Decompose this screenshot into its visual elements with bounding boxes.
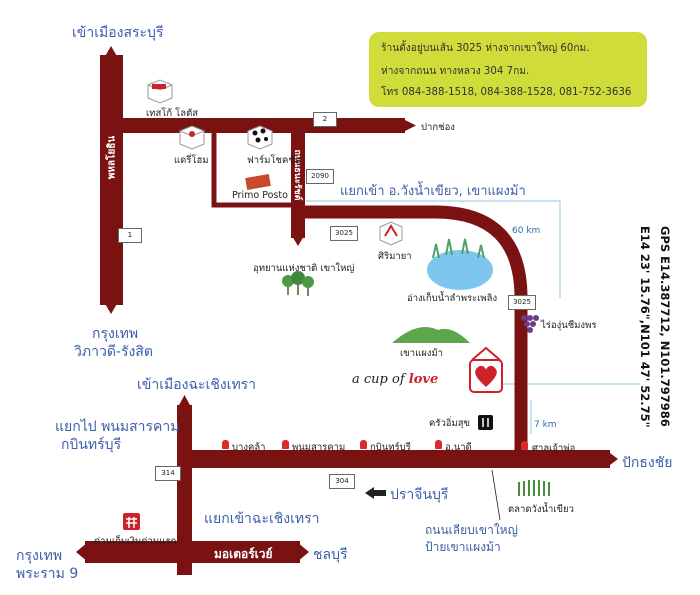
label-toll-gate: ด่านเก็บเงินด่านแรก: [94, 536, 177, 547]
road-phahonyothin: [100, 55, 123, 305]
mountain-icon: [392, 326, 470, 343]
label-khao-phaeng-ma: เขาแผงม้า: [400, 348, 444, 359]
label-wang-nam-khiao: แยกเข้า อ.วังน้ำเขียว, เขาแผงม้า: [340, 184, 526, 199]
arrow-prachin-buri: [365, 487, 386, 499]
market-icon: [518, 480, 550, 496]
road-thanarat: [291, 118, 305, 238]
label-primo-posto: Primo Posto: [232, 190, 288, 201]
reservoir-icon: [427, 250, 493, 290]
label-bang-khla: บางคล้า: [232, 442, 266, 453]
pin-na-di-icon: [435, 440, 442, 449]
distance-7km: 7 km: [534, 420, 557, 430]
route-shield-2090: 2090: [306, 169, 334, 184]
label-bangkok-vibhavadi-2: วิภาวดี-รังสิต: [74, 344, 153, 360]
distance-60km: 60 km: [512, 226, 541, 236]
route-shield-3025-b: 3025: [508, 295, 536, 310]
kitchen-icon: [478, 415, 493, 430]
road-primo-posto: [211, 133, 291, 208]
grape-icon: [521, 315, 539, 333]
arrow-to-pak-thong-chai: [606, 450, 618, 468]
arrow-to-bangkok-south: [76, 542, 88, 562]
pin-phanom-sarakham-icon: [282, 440, 289, 449]
label-chachoengsao-junction: แยกเข้าฉะเชิงเทรา: [204, 511, 320, 527]
gps-dms: E14 23' 15.76",N101 47' 52.75": [638, 226, 652, 428]
info-line-2: ห่างจากถนน ทางหลวง 304 7กม.: [381, 66, 530, 77]
heart-logo-icon: [469, 346, 503, 393]
road-304: [177, 450, 610, 468]
road-3025: [305, 205, 528, 450]
route-shield-1: 1: [118, 228, 142, 243]
label-sirimaya: ศิริมายา: [378, 251, 412, 262]
label-kabin-buri: กบินทร์บุรี: [370, 442, 411, 453]
label-reservoir: อ่างเก็บน้ำลำพระเพลิง: [407, 293, 498, 304]
label-bangkok-vibhavadi-1: กรุงเทพ: [92, 326, 139, 342]
road-motorway: [85, 541, 300, 563]
info-line-3: โทร 084-388-1518, 084-388-1528, 081-752-…: [381, 87, 632, 98]
label-chokchai-farm: ฟาร์มโชคชัย: [247, 155, 301, 166]
label-prachin-buri: ปราจีนบุรี: [390, 487, 449, 503]
label-shrine: ศาลเจ้าพ่อ: [532, 443, 576, 454]
primo-posto-icon: [245, 174, 271, 190]
label-vineyard: ไร่องุ่นชีมงพร: [541, 320, 597, 331]
road-label-phahonyothin: พหลโยธิน: [106, 135, 118, 180]
label-phanom-sarakham: พนมสารคาม: [292, 442, 346, 453]
route-shield-2: 2: [313, 112, 337, 127]
label-wang-market: ตลาดวังน้ำเขียว: [508, 504, 574, 515]
label-pak-chong: ปากช่อง: [421, 122, 455, 133]
label-to-phanom-2: กบินทร์บุรี: [61, 437, 122, 453]
pin-kabin-buri-icon: [360, 440, 367, 449]
trees-icon: [282, 271, 314, 296]
arrow-to-chachoengsao: [178, 395, 191, 407]
info-box: ร้านตั้งอยู่บนเส้น 3025 ห่างจากเขาใหญ่ 6…: [369, 32, 647, 107]
sirimaya-icon: [379, 221, 403, 246]
label-to-phanom-1: แยกไป พนมสารคาม: [55, 419, 180, 435]
brand-logo-text: a cup of love: [352, 372, 439, 387]
label-na-di: อ.นาดี: [445, 442, 472, 453]
label-khao-road-1: ถนนเลียบเขาใหญ่: [425, 523, 518, 537]
arrow-to-bangkok-north: [104, 302, 118, 314]
label-khao-road-2: ป้ายเขาแผงม้า: [425, 540, 501, 554]
chokchai-farm-icon: [247, 125, 273, 150]
gps-decimal: GPS E14.387712, N101.797986: [658, 226, 672, 427]
label-kitchen: ครัวอิ่มสุข: [429, 418, 471, 429]
label-bangkok-rama9-1: กรุงเทพ: [16, 548, 63, 564]
arrow-to-chonburi: [297, 542, 309, 562]
label-khao-yai-park: อุทยานแห่งชาติ เขาใหญ่: [253, 263, 355, 274]
label-bangkok-rama9-2: พระราม 9: [16, 566, 79, 582]
label-to-saraburi: เข้าเมืองสระบุรี: [72, 25, 164, 41]
label-pak-thong-chai: ปักธงชัย: [622, 455, 673, 471]
label-dairy-home: แดรี่โฮม: [174, 155, 209, 166]
tesco-icon: [147, 79, 173, 104]
dairy-home-icon: [179, 125, 205, 150]
route-shield-304: 304: [329, 474, 355, 489]
arrow-to-khao-yai: [292, 236, 304, 246]
route-shield-3025-a: 3025: [330, 226, 358, 241]
arrow-to-saraburi: [104, 46, 118, 58]
road-314: [177, 405, 192, 575]
leader-khao-road: [491, 469, 501, 521]
label-tesco: เทสโก้ โลตัส: [146, 108, 199, 119]
label-chonburi: ชลบุรี: [313, 547, 348, 563]
label-to-chachoengsao: เข้าเมืองฉะเชิงเทรา: [137, 377, 257, 393]
toll-gate-icon: [123, 513, 140, 530]
info-line-1: ร้านตั้งอยู่บนเส้น 3025 ห่างจากเขาใหญ่ 6…: [381, 43, 590, 54]
pin-shrine-icon: [521, 441, 528, 450]
route-shield-314: 314: [155, 466, 181, 481]
pin-bang-khla-icon: [222, 440, 229, 449]
road-label-motorway: มอเตอร์เวย์: [214, 547, 273, 561]
blue-line-to-wangnam: [306, 200, 561, 298]
arrow-to-pak-chong: [403, 119, 416, 132]
